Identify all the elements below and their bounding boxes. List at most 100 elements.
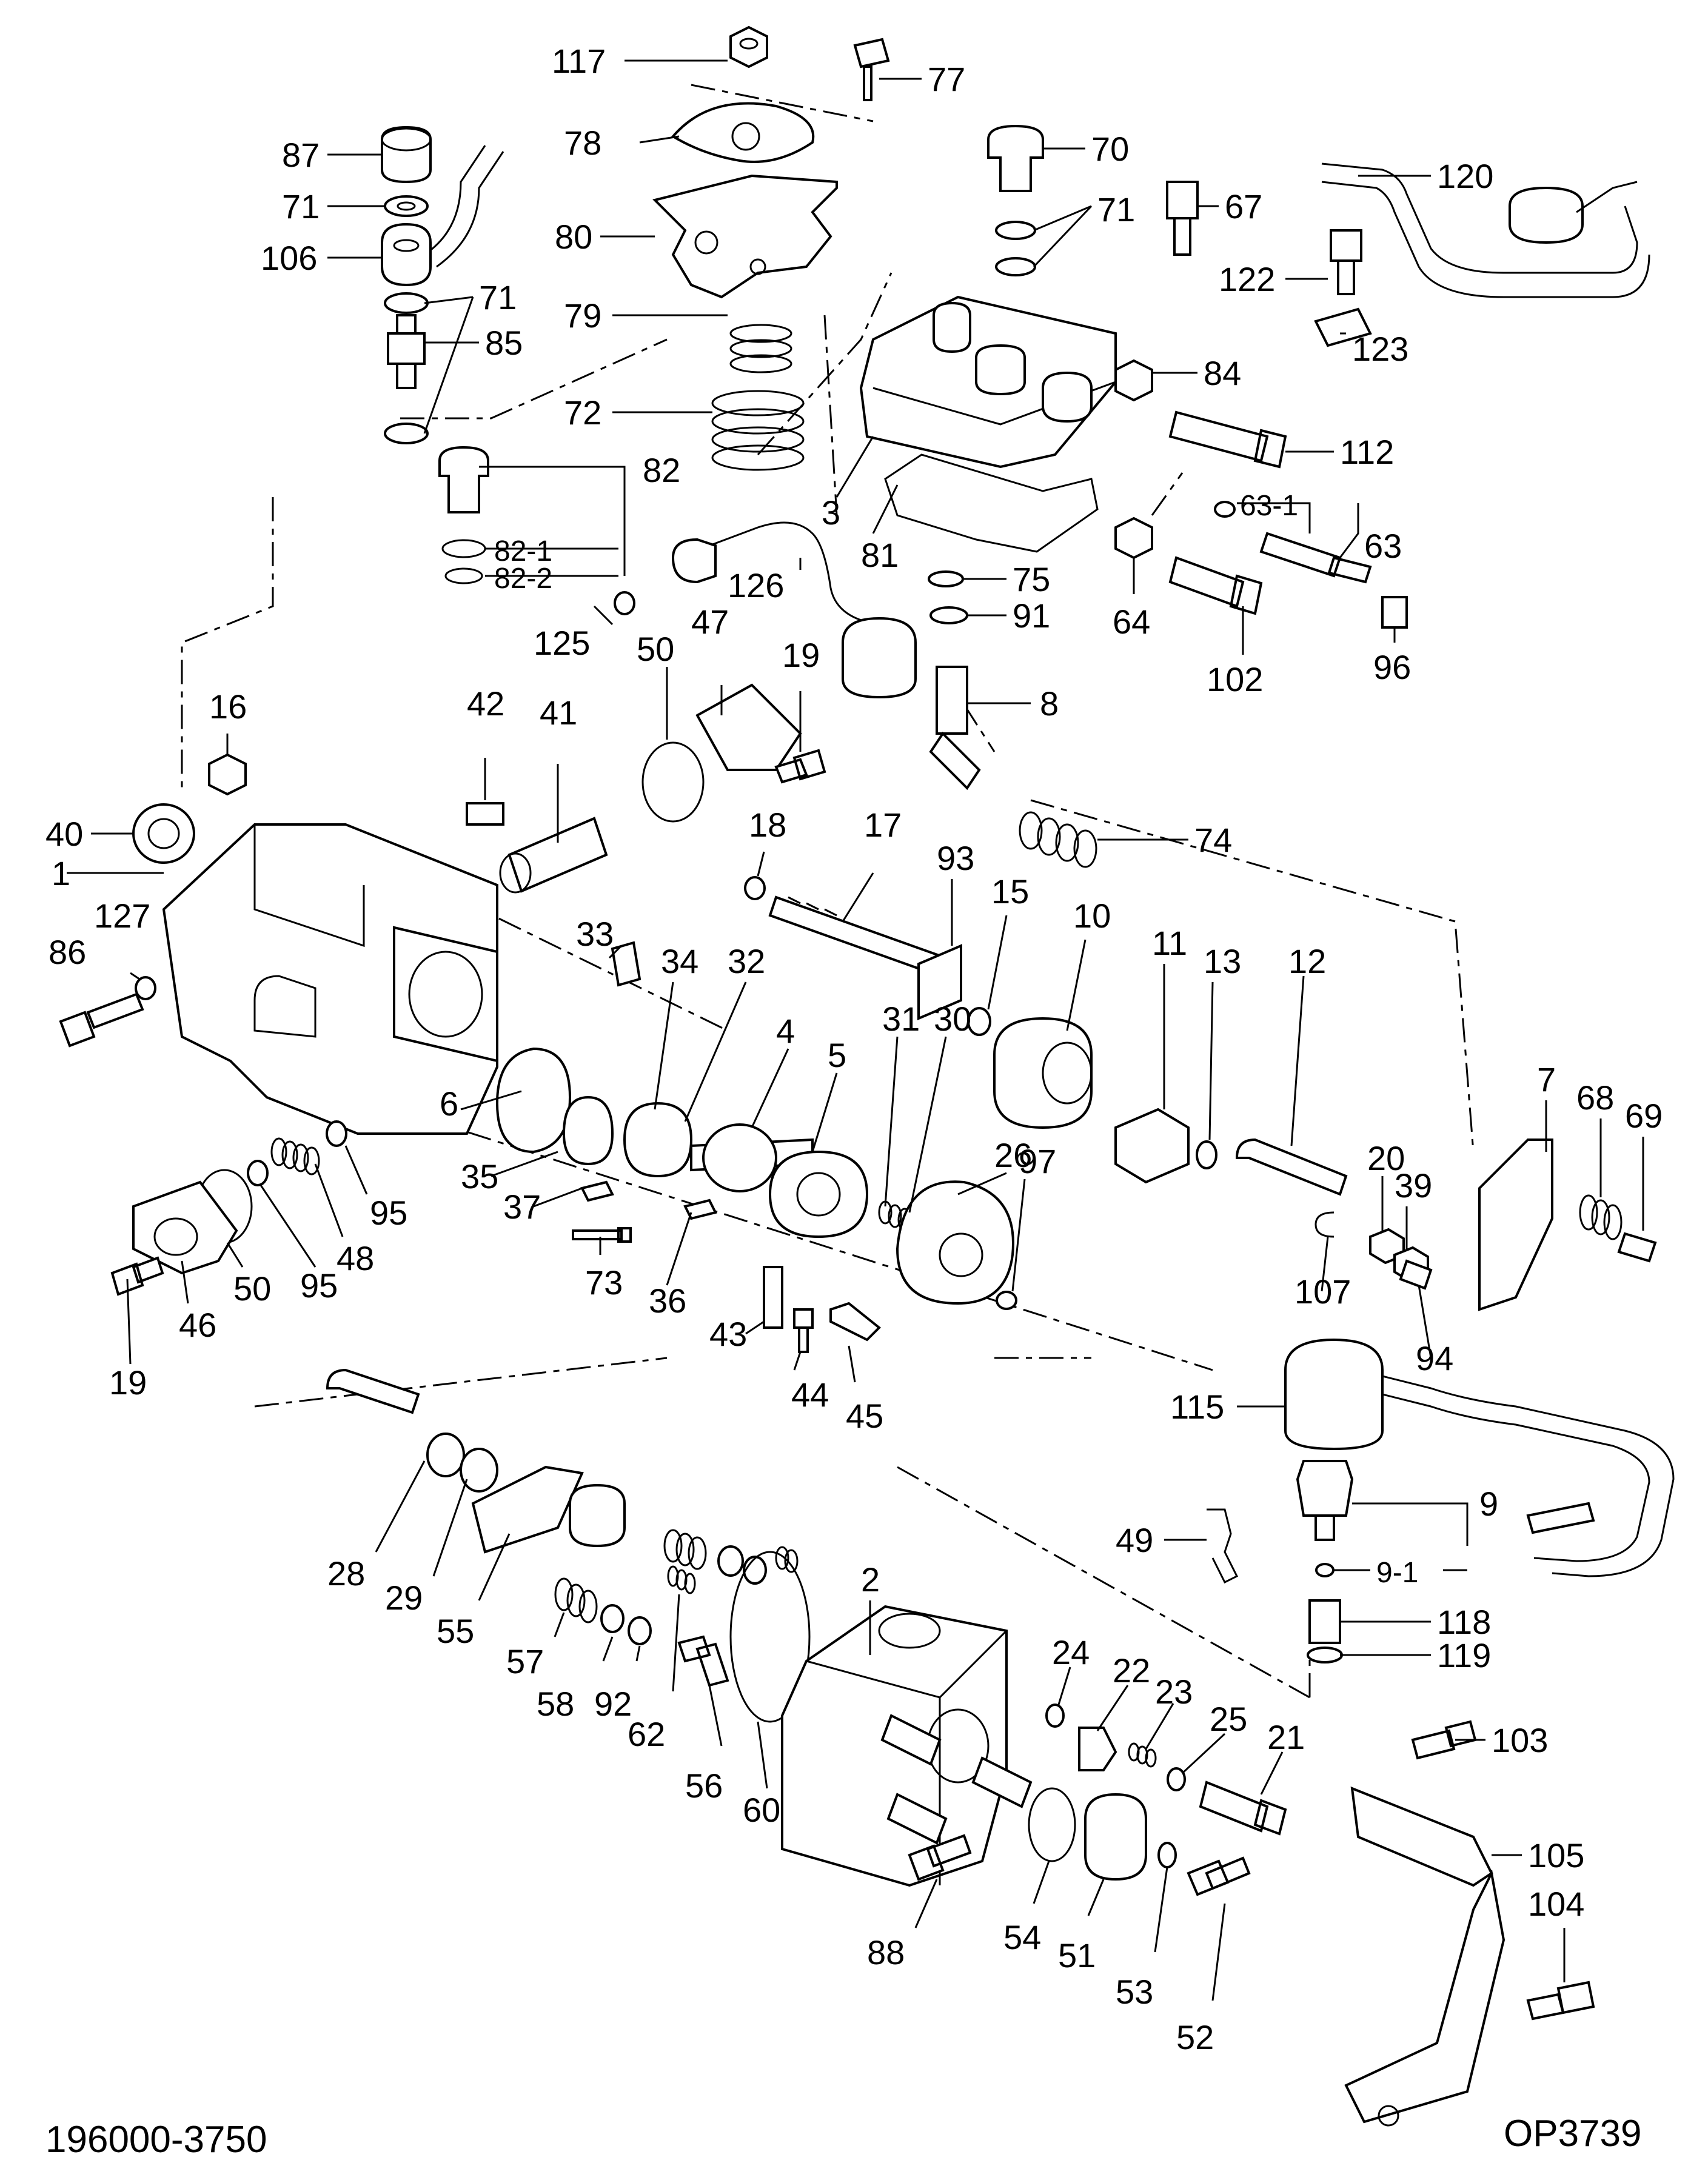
coupling-35-shape [562,1095,614,1166]
callout-96: 96 [1373,648,1411,686]
holder-21-shape [1199,1780,1287,1836]
callout-33: 33 [576,915,614,953]
callout-58: 58 [537,1685,574,1723]
spring-79-shape [729,324,792,373]
callout-17: 17 [864,806,902,844]
callout-95-b: 95 [300,1266,338,1305]
callout-56: 56 [685,1767,723,1805]
callout-18: 18 [749,806,786,844]
spring-23-shape [1128,1742,1157,1768]
callout-24: 24 [1052,1633,1090,1671]
callout-3: 3 [822,493,840,532]
callout-labels: 117 77 78 80 87 71 106 71 85 82 82-1 82-… [45,42,1663,2056]
callout-112: 112 [1340,433,1394,471]
nut-16-shape [208,753,247,796]
bolt-67-shape [1166,181,1199,256]
callout-43: 43 [709,1315,747,1353]
callout-49: 49 [1116,1521,1153,1559]
callout-29: 29 [385,1579,423,1617]
key-42-shape [466,802,504,826]
plate-47-shape [695,683,802,771]
callout-87: 87 [282,136,320,174]
bracket-105-shape [1350,1786,1493,1887]
callout-64: 64 [1113,603,1150,641]
part-shapes [59,25,1675,2127]
sleeve-41-shape [507,817,608,893]
callout-5: 5 [828,1036,846,1074]
screw-63-shape [1259,532,1372,584]
valve-9-shape [1296,1460,1354,1541]
callout-30: 30 [934,1000,971,1038]
callout-46: 46 [179,1306,216,1344]
callout-36: 36 [649,1282,686,1320]
callout-74: 74 [1194,821,1232,859]
plug-51-shape [1084,1793,1147,1881]
lever-8-shape [929,666,981,791]
callout-47: 47 [691,603,729,641]
callout-80: 80 [555,218,592,256]
callout-48: 48 [337,1239,374,1277]
callout-55: 55 [437,1612,474,1650]
key-33-shape [611,941,641,987]
callout-82: 82 [643,451,680,489]
callout-9-1: 9-1 [1376,1557,1418,1589]
callout-118: 118 [1437,1603,1491,1641]
bolt-86-shape [59,992,144,1048]
callout-26: 26 [994,1136,1032,1174]
bolt-102-shape [1168,556,1263,615]
plate-6-shape [495,1047,572,1154]
callout-97: 97 [1019,1142,1056,1180]
bracket-80-shape [652,174,838,299]
oring-50-shape [641,741,705,823]
callout-78: 78 [564,124,601,162]
pump-housing-1-shape [162,823,498,1135]
callout-15: 15 [991,872,1029,911]
callout-71-c: 71 [1097,190,1135,229]
nut-117-shape [729,25,768,69]
spring-68-shape [1579,1194,1623,1240]
callout-50-a: 50 [637,630,674,668]
callout-40: 40 [45,815,83,853]
spring-74-shape [1019,811,1097,868]
plate-7-shape [1478,1138,1553,1311]
callout-102: 102 [1207,660,1263,698]
screw-88-shape [908,1834,972,1881]
bolt-122-shape [1330,229,1362,295]
figure-code: OP3739 [1504,2113,1642,2155]
solenoid-115-shape [1284,1338,1384,1451]
spring-57-shape [554,1577,598,1623]
callout-20: 20 [1367,1139,1405,1177]
callout-81: 81 [861,536,899,574]
callout-115: 115 [1170,1388,1224,1426]
cover-46-shape [132,1180,238,1275]
spring-48-shape [270,1137,320,1175]
holder-11-shape [1114,1108,1190,1184]
callout-91: 91 [1013,597,1050,635]
clip-123-shape [1314,307,1372,347]
callout-60: 60 [743,1791,780,1829]
callout-104: 104 [1528,1885,1584,1923]
callout-2: 2 [861,1560,880,1599]
clip-49-shape [1207,1508,1239,1584]
callout-44: 44 [791,1376,829,1414]
callout-50-b: 50 [233,1269,271,1308]
valve-22-shape [1078,1727,1117,1771]
nut-84-shape [1114,359,1153,402]
nut-64-shape [1114,517,1153,560]
callout-21: 21 [1267,1718,1305,1756]
callout-82-2: 82-2 [494,563,552,595]
callout-103: 103 [1492,1721,1548,1759]
shaft-28-shape [326,1368,420,1414]
callout-10: 10 [1073,897,1111,935]
callout-28: 28 [327,1554,365,1593]
callout-125: 125 [534,624,590,662]
callout-1: 1 [52,854,70,892]
callout-88: 88 [867,1933,905,1971]
callout-12: 12 [1288,942,1326,980]
callout-54: 54 [1003,1918,1041,1956]
callout-105: 105 [1528,1836,1584,1874]
callout-22: 22 [1113,1651,1150,1690]
callout-7: 7 [1537,1060,1556,1098]
valve-82-shape [438,446,489,513]
